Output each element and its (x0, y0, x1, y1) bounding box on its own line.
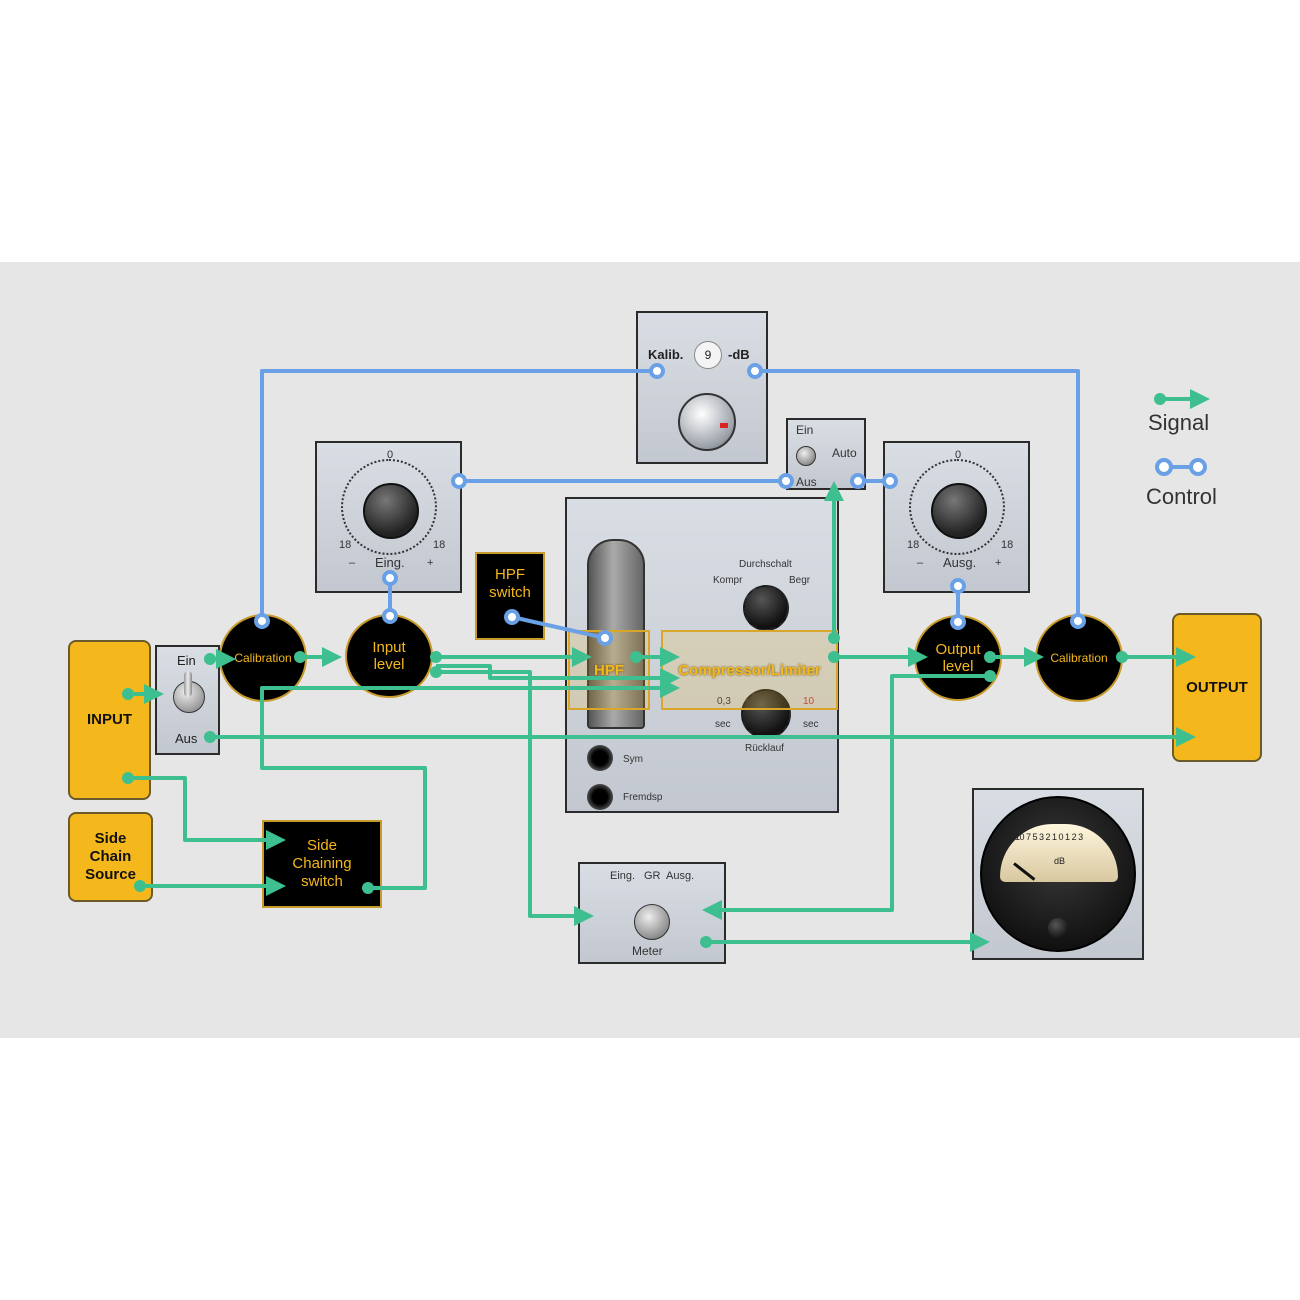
sec-left-label: sec (715, 719, 731, 730)
vu-meter-scale: 20 10 7 5 3 2 1 0 1 2 3 (1004, 832, 1083, 842)
control-wires (260, 369, 1080, 640)
input-block-label: INPUT (87, 711, 132, 728)
signal-wires (130, 481, 1196, 952)
output-level-label: Output level (935, 641, 981, 675)
output-block-label: OUTPUT (1186, 678, 1248, 696)
output-knob-panel: 0 18 18 – Ausg. + (883, 441, 1030, 593)
input-knob-panel: 0 18 18 – Eing. + (315, 441, 462, 593)
side-chaining-switch-label: Side Chaining switch (292, 837, 352, 890)
bypass-aus-label: Aus (175, 731, 198, 746)
hpf-switch-label: HPF switch (489, 566, 531, 601)
auto-auto-label: Auto (832, 446, 857, 460)
input-knob-label: Eing. (375, 555, 405, 570)
kalib-label: Kalib. (648, 347, 684, 362)
output-knob-zero-label: 0 (955, 449, 962, 461)
input-knob-scale (341, 459, 437, 555)
side-chain-source-label: Side Chain Source (85, 830, 136, 883)
ctrl-hpf-switch-to-hpf (511, 615, 606, 640)
mode-selector-knob[interactable] (743, 585, 789, 631)
vu-meter-screw (1048, 918, 1068, 938)
calibration-out-label: Calibration (1050, 650, 1108, 665)
legend-control-label: Control (1146, 484, 1217, 509)
sym-jack[interactable] (587, 745, 613, 771)
begr-label: Begr (789, 575, 811, 586)
ctrl-calibration-out (755, 369, 1080, 621)
calibration-panel: Kalib. 9 -dB (636, 311, 768, 464)
legend-signal-glyph (1154, 389, 1210, 409)
calibration-dial[interactable] (678, 393, 736, 451)
compressor-block: Compressor/Limiter (661, 630, 838, 710)
hpf-switch-block: HPF switch (475, 552, 545, 640)
vu-meter-panel: 20 10 7 5 3 2 1 0 1 2 3 dB (972, 788, 1144, 960)
kalib-value-window: 9 (694, 341, 722, 369)
input-knob-plus-label: + (427, 557, 434, 569)
meter-ausg-label: Ausg. (666, 870, 695, 882)
fremdsp-label: Fremdsp (623, 792, 663, 803)
hpf-label: HPF (594, 661, 624, 679)
side-chain-source-block: Side Chain Source (68, 812, 153, 902)
wire-side-chaining-to-compressor (260, 678, 680, 890)
bypass-ein-label: Ein (177, 653, 196, 668)
vu-meter-unit: dB (1054, 856, 1066, 866)
legend-signal-label: Signal (1148, 410, 1210, 435)
auto-ein-label: Ein (796, 423, 814, 437)
meter-selector-switch[interactable] (634, 904, 670, 940)
input-knob-minus-label: – (349, 557, 356, 569)
wire-input-level-to-meter (436, 670, 594, 926)
calibration-dial-indicator (720, 423, 728, 428)
ruecklauf-label: Rücklauf (745, 743, 784, 754)
ctrl-calibration-in (260, 369, 657, 621)
hpf-lever[interactable] (587, 539, 645, 729)
wire-output-level-to-meter (702, 674, 990, 920)
meter-gr-label: GR (644, 870, 661, 882)
auto-switch-toggle[interactable] (796, 446, 816, 466)
compressor-label: Compressor/Limiter (678, 662, 821, 679)
input-block: INPUT (68, 640, 151, 800)
output-knob-minus-label: – (917, 557, 924, 569)
meter-switch-panel: Eing. GR Ausg. Meter (578, 862, 726, 964)
wire-input-to-side-chaining (130, 776, 286, 850)
fremdsp-jack[interactable] (587, 784, 613, 810)
kalib-value: 9 (704, 348, 712, 362)
input-knob[interactable] (363, 483, 419, 539)
output-knob-plus-label: + (995, 557, 1002, 569)
sym-label: Sym (623, 754, 643, 765)
input-level-label: Input level (372, 639, 406, 673)
release-min-label: 0,3 (717, 696, 731, 707)
legend-control-glyph (1155, 458, 1207, 476)
output-knob-scale (909, 459, 1005, 555)
output-knob[interactable] (931, 483, 987, 539)
compressor-panel: Durchschalt Kompr Begr 0,3 10 sec sec Rü… (565, 497, 839, 813)
input-knob-right-label: 18 (433, 539, 446, 551)
sec-right-label: sec (803, 719, 819, 730)
output-knob-left-label: 18 (907, 539, 920, 551)
kompr-label: Kompr (713, 575, 743, 586)
output-block: OUTPUT (1172, 613, 1262, 762)
release-knob[interactable] (741, 689, 791, 739)
input-knob-left-label: 18 (339, 539, 352, 551)
meter-label: Meter (632, 944, 663, 958)
db-label: -dB (728, 347, 750, 362)
auto-aus-label: Aus (796, 475, 817, 489)
calibration-in-label: Calibration (234, 650, 292, 665)
output-knob-label: Ausg. (943, 555, 977, 570)
output-knob-right-label: 18 (1001, 539, 1014, 551)
meter-eing-label: Eing. (610, 870, 636, 882)
release-max-label: 10 (803, 696, 815, 707)
signal-dots (122, 632, 1128, 948)
control-dots (254, 363, 1086, 646)
input-knob-zero-label: 0 (387, 449, 394, 461)
durchschalt-label: Durchschalt (739, 559, 792, 570)
bypass-toggle-lever (184, 671, 192, 697)
